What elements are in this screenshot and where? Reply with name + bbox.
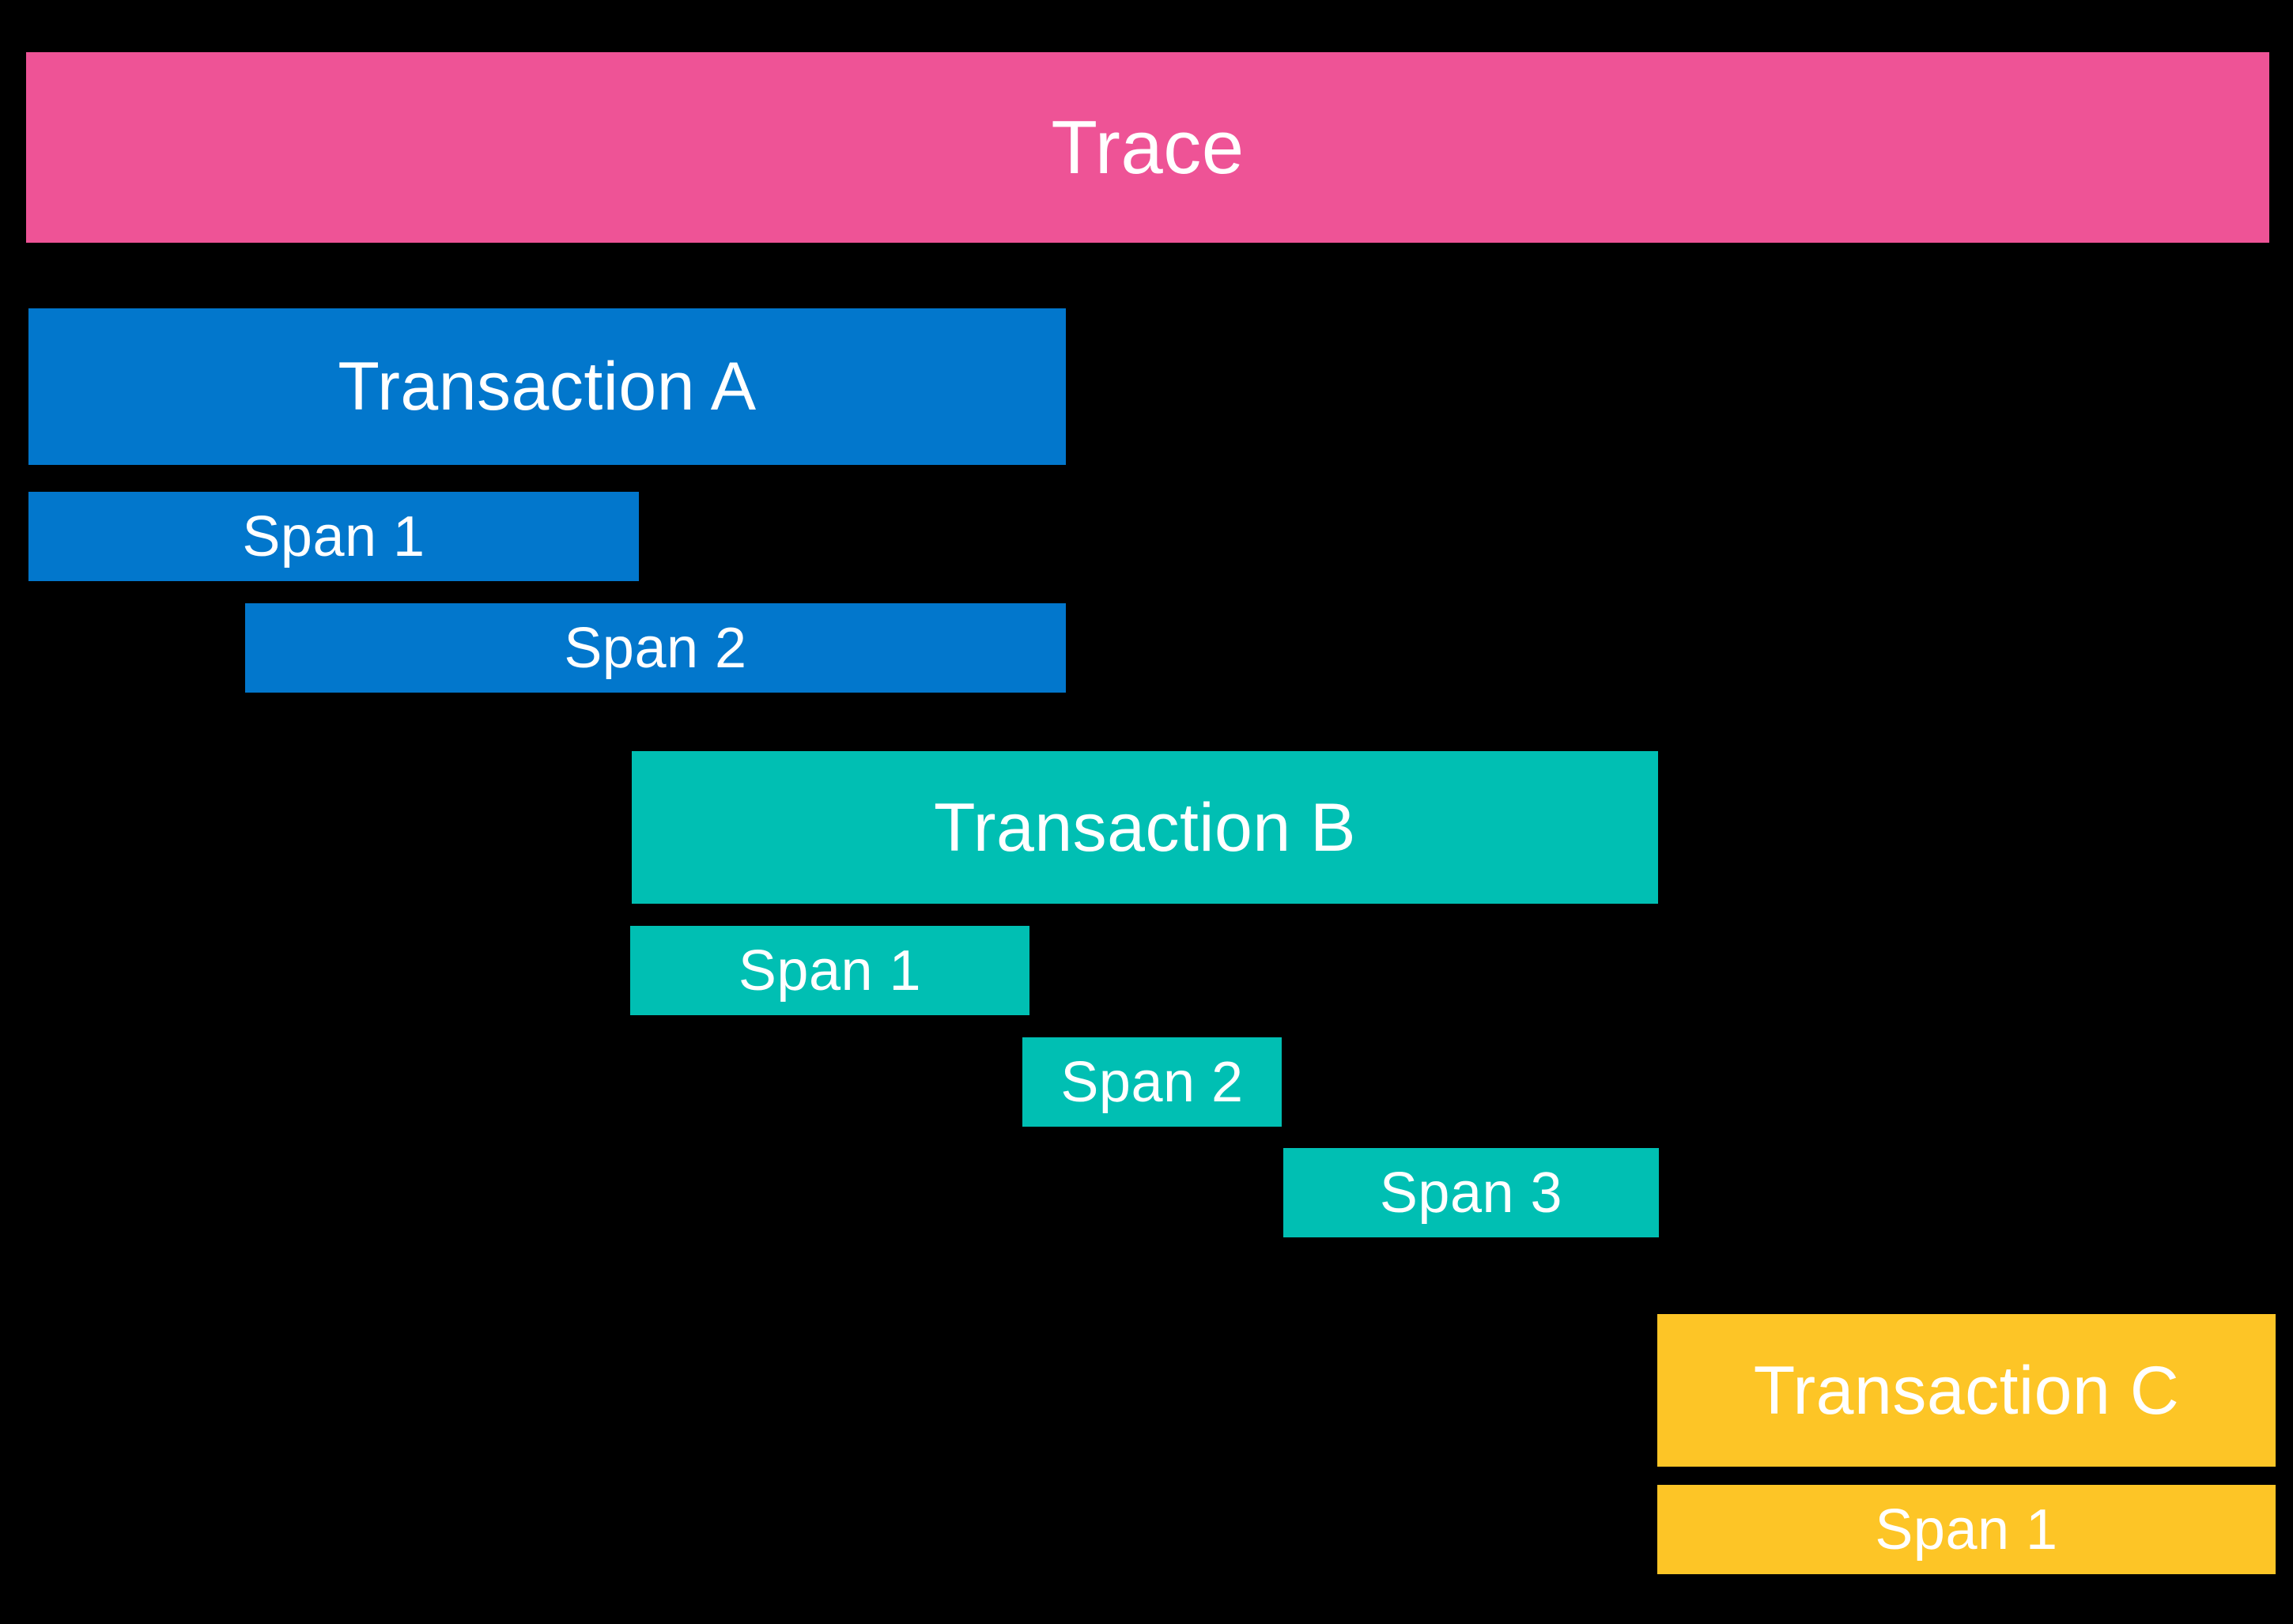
transaction-a-span-1-bar[interactable]: Span 1 bbox=[28, 492, 639, 581]
transaction-b-label: Transaction B bbox=[934, 789, 1356, 866]
transaction-a-span-2-label: Span 2 bbox=[564, 616, 747, 680]
transaction-b-bar[interactable]: Transaction B bbox=[632, 751, 1658, 904]
transaction-b-span-3-bar[interactable]: Span 3 bbox=[1283, 1148, 1659, 1237]
transaction-c-span-1-bar[interactable]: Span 1 bbox=[1657, 1485, 2276, 1574]
trace-label: Trace bbox=[1051, 104, 1245, 190]
transaction-b-span-1-bar[interactable]: Span 1 bbox=[630, 926, 1029, 1015]
trace-bar[interactable]: Trace bbox=[26, 52, 2269, 243]
transaction-b-span-2-bar[interactable]: Span 2 bbox=[1022, 1037, 1282, 1127]
transaction-a-bar[interactable]: Transaction A bbox=[28, 308, 1066, 465]
transaction-c-label: Transaction C bbox=[1753, 1352, 2180, 1429]
transaction-b-span-2-label: Span 2 bbox=[1060, 1050, 1244, 1114]
transaction-a-label: Transaction A bbox=[338, 349, 757, 425]
transaction-a-span-1-label: Span 1 bbox=[242, 504, 425, 568]
transaction-b-span-3-label: Span 3 bbox=[1379, 1161, 1563, 1225]
transaction-c-span-1-label: Span 1 bbox=[1875, 1497, 2058, 1562]
transaction-c-bar[interactable]: Transaction C bbox=[1657, 1314, 2276, 1467]
transaction-b-span-1-label: Span 1 bbox=[738, 939, 922, 1003]
transaction-a-span-2-bar[interactable]: Span 2 bbox=[245, 603, 1066, 693]
